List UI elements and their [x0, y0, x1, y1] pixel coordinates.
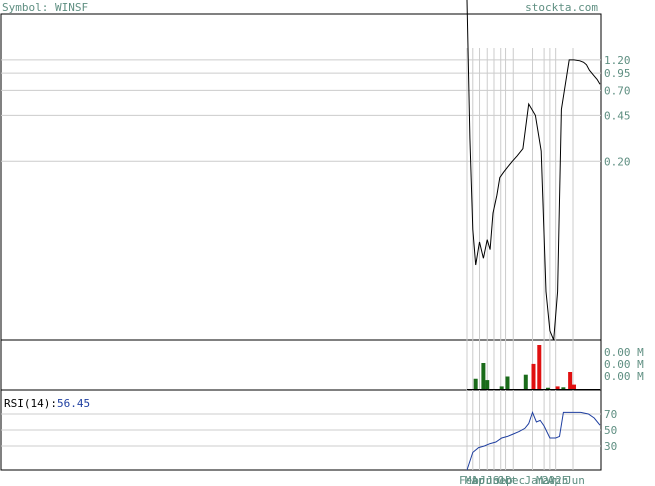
price-tick-label: 0.95: [604, 67, 631, 80]
price-tick-label: 1.20: [604, 54, 631, 67]
volume-bar: [499, 386, 504, 390]
volume-tick-label: 0.00 M: [604, 358, 644, 371]
price-panel-frame: [0, 13, 602, 341]
date-tick-label: Mar: [536, 474, 556, 486]
price-line: [466, 0, 601, 341]
volume-bar: [555, 386, 560, 390]
volume-bar: [531, 363, 536, 390]
volume-axis-ticks: 0.00 M0.00 M0.00 M: [604, 346, 644, 383]
volume-bar: [485, 380, 490, 390]
volume-bar: [537, 345, 542, 390]
rsi-axis-ticks: 70 50 30: [604, 408, 617, 453]
volume-tick-label: 0.00 M: [604, 346, 644, 359]
volume-bar: [571, 384, 576, 390]
price-tick-label: 0.45: [604, 109, 631, 122]
date-tick-label: Sep: [493, 474, 513, 486]
date-tick-label: Apr: [472, 474, 492, 486]
volume-bar: [481, 363, 486, 390]
grid-lines: [1, 48, 601, 470]
date-tick-label: Oct: [498, 474, 518, 486]
date-tick-label: Jan: [525, 474, 545, 486]
date-tick-label: Jun: [479, 474, 499, 486]
price-axis-ticks: 1.200.95 0.70 0.45 0.20: [604, 54, 631, 168]
rsi-value: 56.45: [57, 397, 90, 410]
date-tick-label: Feb: [459, 474, 479, 486]
price-tick-label: 0.20: [604, 155, 631, 168]
volume-bar: [505, 376, 510, 390]
volume-bars: [467, 345, 600, 390]
volume-bar: [523, 374, 528, 390]
date-tick-label: 2025: [542, 474, 569, 486]
rsi-tick-label: 30: [604, 440, 617, 453]
site-label: stockta.com: [525, 1, 598, 14]
rsi-tick-label: 70: [604, 408, 617, 421]
volume-bar: [568, 372, 573, 390]
date-tick-label: Apr: [548, 474, 568, 486]
volume-bar: [561, 387, 566, 390]
date-tick-label: Dec: [505, 474, 525, 486]
symbol-label: Symbol: WINSF: [2, 1, 88, 14]
volume-bar: [473, 378, 478, 390]
date-tick-label: Jul: [486, 474, 506, 486]
price-tick-label: 0.70: [604, 84, 631, 97]
rsi-legend: RSI(14):56.45: [4, 397, 90, 410]
volume-bar: [545, 387, 550, 390]
date-tick-label: Jun: [565, 474, 585, 486]
rsi-line: [466, 410, 601, 471]
rsi-tick-label: 50: [604, 424, 617, 437]
volume-tick-label: 0.00 M: [604, 370, 644, 383]
date-tick-label: Mar: [465, 474, 485, 486]
volume-panel-frame: [0, 339, 602, 391]
rsi-label: RSI(14):: [4, 397, 57, 410]
